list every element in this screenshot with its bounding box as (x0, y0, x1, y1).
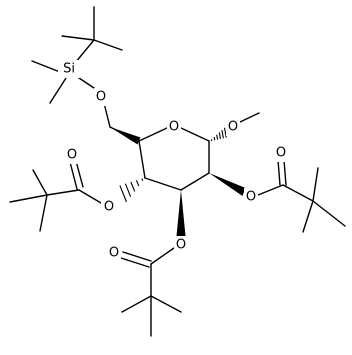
atom-label-carbonyl-oxygen-c3: O (109, 246, 119, 261)
bond-c4-tbu-methyl-left (9, 194, 48, 203)
bond-c3-carbonyl-double-a (122, 251, 152, 262)
bond-c4-carbonyl-double-a (69, 161, 78, 190)
wedge-c3-ester-oxygen (176, 190, 186, 236)
bond-c4-carbonyl-double-b (75, 160, 84, 188)
atom-label-ester-oxygen-c4: O (104, 200, 114, 215)
atom-label-ester-oxygen-c3: O (176, 238, 186, 253)
bond-c2-carbonyl-double-b (283, 159, 287, 186)
bond-methoxy-oxygen-methyl (239, 112, 260, 123)
bond-oxygen-ch2 (103, 102, 111, 128)
atom-label-oxygen-tbdms-ether: O (96, 90, 106, 105)
bond-c4-carbonyl-tbu (46, 189, 80, 196)
atom-label-silicon: Si (63, 62, 75, 77)
atom-carbonyl-oxygen-c3: O (107, 244, 121, 262)
atom-silicon: Si (58, 60, 80, 78)
bond-c4-tbu-methyl-top (32, 169, 48, 196)
bond-c2-carbonyl-double-a (277, 159, 281, 186)
bond-c4-ester-oxygen-carbonyl-carbon (78, 189, 102, 204)
bond-c2-carbonyl-tbu (282, 184, 314, 202)
bond-silicon-methyl-down (49, 77, 67, 104)
bond-c4-tbu-methyl-bottom (39, 194, 48, 232)
hash-c1-methoxy (210, 127, 227, 142)
bond-c3-tbu-methyl-left (121, 295, 152, 313)
bond-c3-c4 (144, 177, 182, 191)
atom-ester-oxygen-c2: O (244, 188, 258, 206)
atom-label-methoxy-oxygen: O (228, 120, 238, 135)
bond-c2-c3 (180, 172, 210, 191)
bond-tbu-quaternary-silicon (74, 39, 95, 64)
atom-methoxy-oxygen: O (226, 118, 240, 136)
bond-c5-ring-oxygen (138, 127, 168, 142)
bond-c3-carbonyl-double-b (120, 257, 150, 268)
wedge-c5-ch2 (110, 127, 141, 145)
bond-c3-tbu-methyl-right (150, 295, 182, 313)
atom-ester-oxygen-c4: O (101, 198, 117, 216)
bond-tbu-quaternary-methyl-right (93, 39, 123, 51)
bond-c4-c5 (138, 140, 146, 179)
stereo-bonds (110, 127, 246, 236)
atom-ester-oxygen-c3: O (174, 236, 188, 254)
bond-c2-tbu-methyl-top (312, 167, 319, 202)
atom-label-carbonyl-oxygen-c2: O (276, 146, 286, 161)
bond-c3-ester-oxygen-carbonyl-carbon (150, 247, 175, 265)
bond-ring-oxygen-c1 (180, 127, 210, 142)
bond-c2-tbu-methyl-bottom (302, 200, 314, 233)
atom-carbonyl-oxygen-c2: O (274, 144, 288, 162)
bond-c2-ester-oxygen-carbonyl-carbon (257, 184, 284, 196)
atom-labels: Si O O O O O O O (58, 60, 288, 262)
atom-carbonyl-oxygen-c4: O (65, 146, 79, 164)
atom-label-ring-oxygen: O (169, 120, 179, 135)
hash-c4-ester-oxygen (119, 178, 144, 203)
bond-c2-tbu-methyl-right (312, 200, 346, 227)
bonds (9, 6, 346, 337)
wedge-c2-ester-oxygen (209, 173, 246, 196)
bond-silicon-oxygen (75, 75, 98, 91)
atom-oxygen-tbdms-ether: O (94, 88, 108, 106)
bond-silicon-methyl-left (31, 60, 61, 73)
atom-label-carbonyl-oxygen-c4: O (67, 148, 77, 163)
atom-label-ester-oxygen-c2: O (246, 190, 256, 205)
bond-tbu-quaternary-methyl-left (61, 35, 95, 41)
atom-ring-oxygen: O (167, 118, 181, 136)
